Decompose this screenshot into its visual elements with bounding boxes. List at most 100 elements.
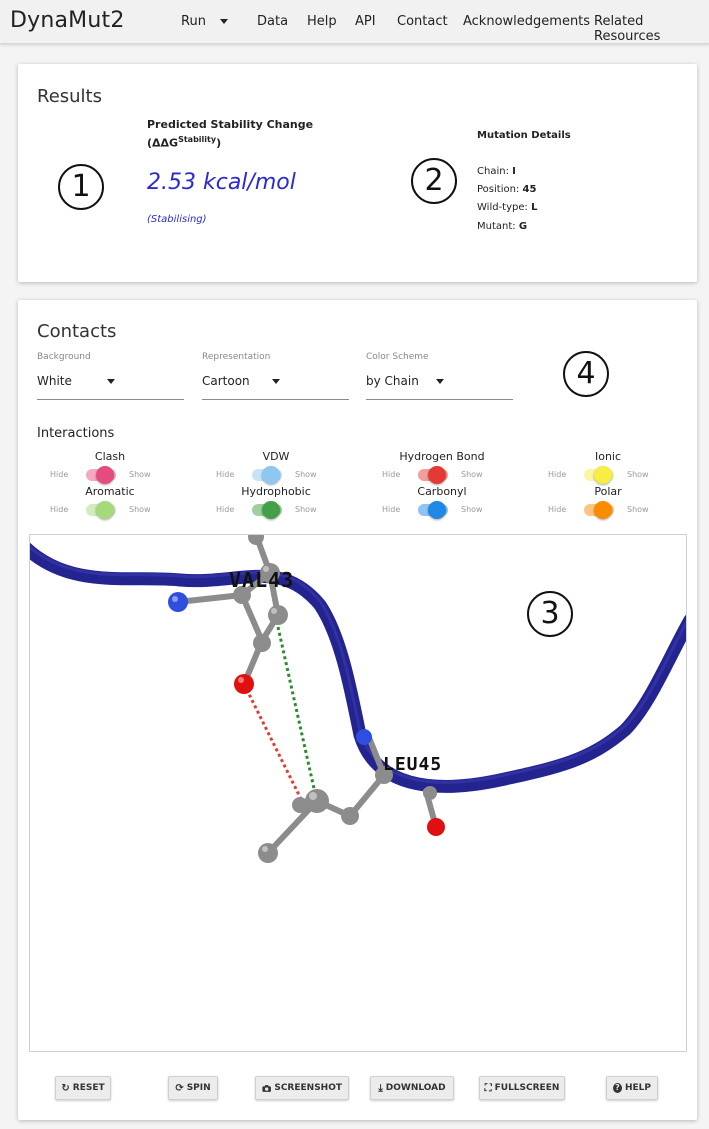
toggle-knob[interactable] <box>96 466 114 484</box>
toggle-knob[interactable] <box>594 501 612 519</box>
color-scheme-select[interactable]: Color Scheme by Chain <box>366 352 513 400</box>
nav-data[interactable]: Data <box>257 14 289 29</box>
camera-icon <box>262 1084 271 1092</box>
screenshot-button[interactable]: SCREENSHOT <box>255 1076 349 1100</box>
prediction-label-prefix: (ΔΔG <box>147 136 179 150</box>
marker-4: 4 <box>563 351 609 397</box>
brand-logo[interactable]: DynaMut2 <box>10 8 125 33</box>
toggle-knob[interactable] <box>428 466 446 484</box>
toggle-show-label: Show <box>461 470 483 479</box>
toggle-hide-label: Hide <box>50 505 69 514</box>
nav-api[interactable]: API <box>355 14 376 29</box>
mutant-value: G <box>518 221 528 232</box>
mutation-chain: Chain: I <box>477 166 516 177</box>
toggle-label: Aromatic <box>85 485 135 498</box>
representation-select[interactable]: Representation Cartoon <box>202 352 349 400</box>
chevron-down-icon <box>272 379 280 384</box>
toggle-label: Hydrophobic <box>241 485 311 498</box>
toggle-show-label: Show <box>129 505 151 514</box>
question-circle-icon: ? <box>613 1083 622 1093</box>
contacts-card: Contacts Background White Representation… <box>18 300 697 1120</box>
download-button[interactable]: ⤓ DOWNLOAD <box>370 1076 454 1100</box>
run-dropdown-caret-icon[interactable] <box>220 19 228 24</box>
chain-label: Chain: <box>477 166 509 177</box>
marker-3: 3 <box>527 591 573 637</box>
molecule-render[interactable]: VAL43 LEU45 <box>30 535 687 1052</box>
refresh-icon: ↻ <box>61 1082 70 1094</box>
toggle-hide-label: Hide <box>382 470 401 479</box>
representation-select-label: Representation <box>202 352 271 362</box>
prediction-label-line1: Predicted Stability Change <box>147 118 314 131</box>
fullscreen-button[interactable]: ⛶ FULLSCREEN <box>479 1076 565 1100</box>
nav-help[interactable]: Help <box>307 14 337 29</box>
color-scheme-select-label: Color Scheme <box>366 352 429 362</box>
reset-label: RESET <box>72 1083 105 1093</box>
interactions-label: Interactions <box>37 426 115 441</box>
mutation-details-title: Mutation Details <box>477 130 571 141</box>
chevron-down-icon <box>436 379 444 384</box>
residue-label-val43: VAL43 <box>229 568 294 592</box>
expand-icon: ⛶ <box>484 1082 492 1094</box>
toggle-label: Hydrogen Bond <box>399 450 485 463</box>
molecule-viewer[interactable]: VAL43 LEU45 3 <box>29 534 687 1052</box>
toggle-hide-label: Hide <box>50 470 69 479</box>
toggle-show-label: Show <box>129 470 151 479</box>
download-label: DOWNLOAD <box>385 1083 446 1093</box>
ddg-value: 2.53 kcal/mol <box>147 170 296 195</box>
download-icon: ⤓ <box>378 1082 383 1094</box>
toggle-show-label: Show <box>461 505 483 514</box>
help-button[interactable]: ? HELP <box>606 1076 658 1100</box>
nav-related-resources[interactable]: Related Resources <box>594 14 661 44</box>
toggle-knob[interactable] <box>262 466 280 484</box>
residue-label-leu45: LEU45 <box>383 754 442 775</box>
nav-acknowledgements[interactable]: Acknowledgements <box>463 14 591 29</box>
toggle-knob[interactable] <box>96 501 114 519</box>
toggle-hide-label: Hide <box>548 505 567 514</box>
color-scheme-select-value: by Chain <box>366 374 419 388</box>
background-select-value: White <box>37 374 72 388</box>
spin-label: SPIN <box>186 1083 211 1093</box>
fullscreen-label: FULLSCREEN <box>494 1083 560 1093</box>
wildtype-value: L <box>531 202 538 213</box>
wildtype-label: Wild-type: <box>477 202 528 213</box>
toggle-hide-label: Hide <box>382 505 401 514</box>
sync-icon: ⟳ <box>175 1082 184 1094</box>
toggle-knob[interactable] <box>262 501 280 519</box>
toggle-hide-label: Hide <box>548 470 567 479</box>
toggle-knob[interactable] <box>594 466 612 484</box>
prediction-label: Predicted Stability Change (ΔΔGStability… <box>147 117 313 151</box>
background-select[interactable]: Background White <box>37 352 184 400</box>
toggle-knob[interactable] <box>428 501 446 519</box>
screenshot-label: SCREENSHOT <box>274 1083 342 1093</box>
background-select-label: Background <box>37 352 91 362</box>
nav-run[interactable]: Run <box>181 14 206 29</box>
mutant-label: Mutant: <box>477 221 516 232</box>
toggle-show-label: Show <box>627 505 649 514</box>
reset-button[interactable]: ↻ RESET <box>55 1076 111 1100</box>
toggle-label: Ionic <box>594 450 622 463</box>
toggle-label: Clash <box>94 450 126 463</box>
toggle-hide-label: Hide <box>216 470 235 479</box>
toggle-show-label: Show <box>295 470 317 479</box>
position-label: Position: <box>477 184 520 195</box>
marker-1: 1 <box>58 164 104 210</box>
results-title: Results <box>37 86 102 107</box>
contacts-title: Contacts <box>37 321 117 342</box>
toggle-show-label: Show <box>627 470 649 479</box>
nav-contact[interactable]: Contact <box>397 14 448 29</box>
mutation-position: Position: 45 <box>477 184 536 195</box>
chevron-down-icon <box>107 379 115 384</box>
position-value: 45 <box>522 184 537 195</box>
toggle-label: VDW <box>262 450 290 463</box>
toggle-label: Carbonyl <box>417 485 467 498</box>
toggle-vdw[interactable]: VDW Hide Show <box>216 450 336 484</box>
representation-select-value: Cartoon <box>202 374 250 388</box>
spin-button[interactable]: ⟳ SPIN <box>168 1076 218 1100</box>
